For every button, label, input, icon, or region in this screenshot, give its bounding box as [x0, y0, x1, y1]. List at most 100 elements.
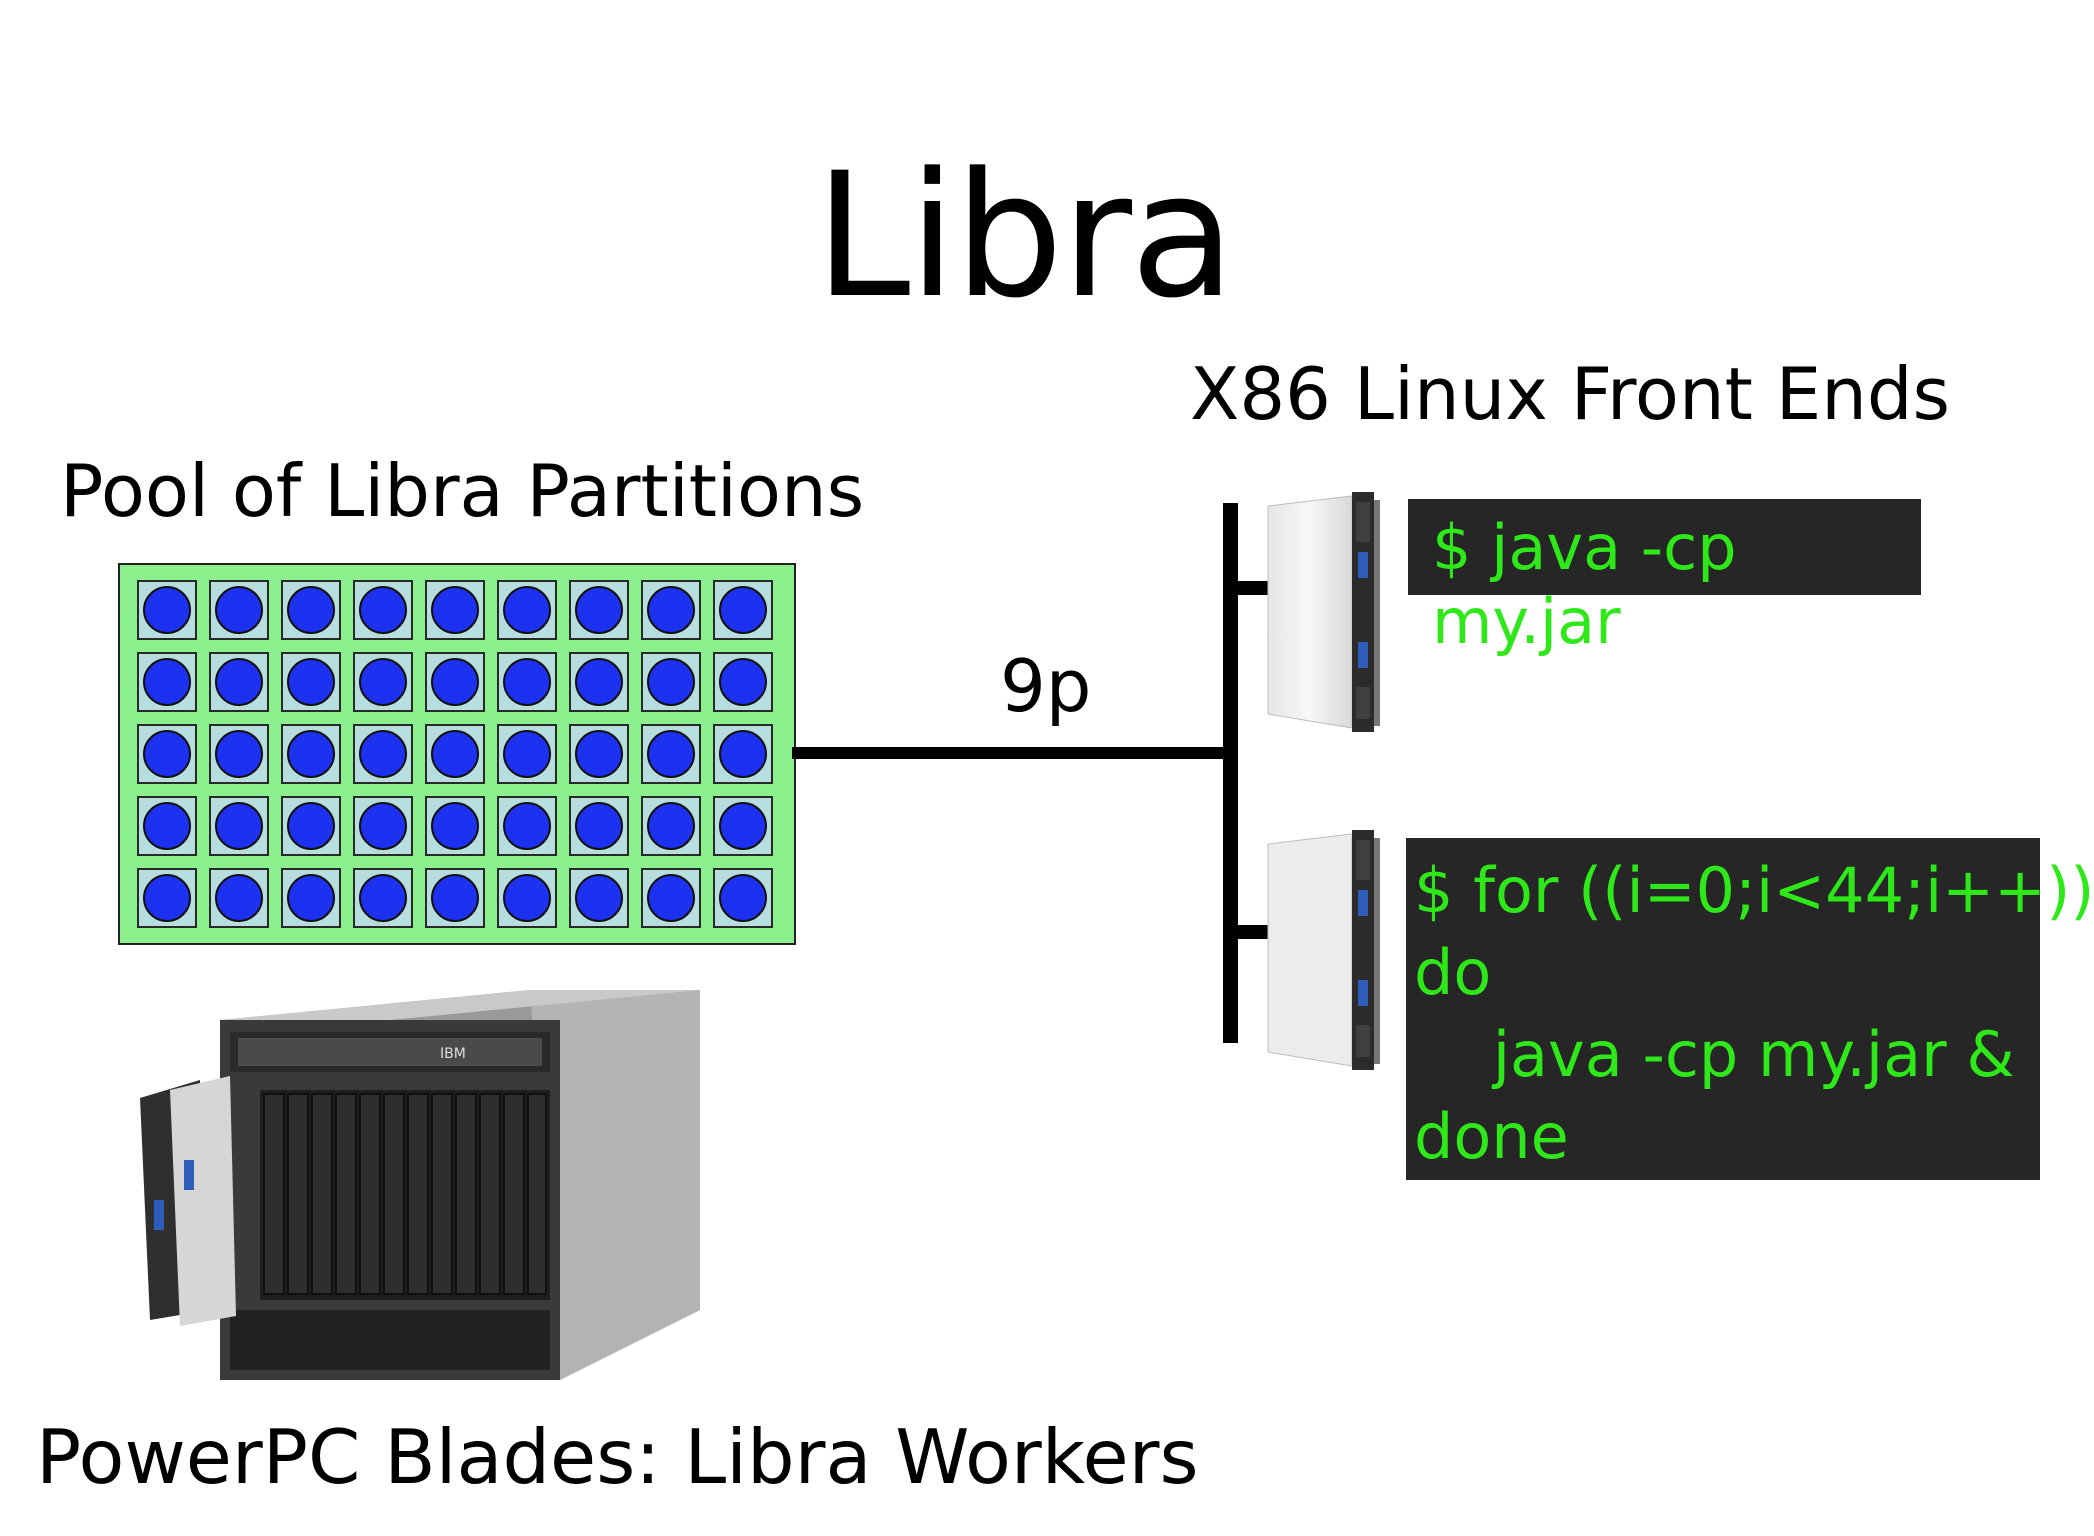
- partition-node-icon: [143, 658, 191, 706]
- slide-title: Libra: [814, 135, 1236, 336]
- partition-node-icon: [647, 802, 695, 850]
- partition-node-icon: [287, 658, 335, 706]
- partition-cell: [281, 796, 341, 856]
- partition-cell: [497, 868, 557, 928]
- partition-node-icon: [359, 802, 407, 850]
- partition-cell: [569, 868, 629, 928]
- partition-cell: [353, 580, 413, 640]
- partition-node-icon: [575, 802, 623, 850]
- terminal-line: java -cp my.jar &: [1414, 1018, 2015, 1091]
- partition-cell: [497, 652, 557, 712]
- partition-cell: [569, 796, 629, 856]
- frontends-label: X86 Linux Front Ends: [1190, 352, 1951, 436]
- partition-node-icon: [647, 658, 695, 706]
- blade-server-icon: [1267, 830, 1408, 1070]
- partition-node-icon: [647, 586, 695, 634]
- link-label-9p: 9p: [1000, 644, 1092, 728]
- partition-cell: [209, 868, 269, 928]
- partition-node-icon: [431, 730, 479, 778]
- blade-server-icon: [1267, 492, 1408, 732]
- partition-node-icon: [575, 658, 623, 706]
- partition-node-icon: [359, 874, 407, 922]
- partition-cell: [641, 868, 701, 928]
- partition-cell: [641, 580, 701, 640]
- partition-node-icon: [719, 730, 767, 778]
- terminal-loop-command: $ for ((i=0;i<44;i++)) do java -cp my.ja…: [1406, 838, 2094, 1180]
- partition-cell: [713, 652, 773, 712]
- partition-node-icon: [215, 586, 263, 634]
- link-9p-wire: [792, 747, 1232, 759]
- terminal-line: $ for ((i=0;i<44;i++)): [1414, 854, 2094, 927]
- partition-node-icon: [575, 874, 623, 922]
- partition-node-icon: [359, 658, 407, 706]
- partition-node-icon: [359, 730, 407, 778]
- partition-node-icon: [287, 586, 335, 634]
- partition-cell: [713, 796, 773, 856]
- partition-node-icon: [575, 730, 623, 778]
- partition-cell: [281, 580, 341, 640]
- partition-cell: [713, 724, 773, 784]
- partition-node-icon: [575, 586, 623, 634]
- partition-cell: [641, 724, 701, 784]
- partition-node-icon: [503, 730, 551, 778]
- partition-cell: [137, 652, 197, 712]
- partition-cell: [281, 868, 341, 928]
- partition-node-icon: [143, 730, 191, 778]
- partition-cell: [353, 796, 413, 856]
- terminal-line: do: [1414, 936, 1492, 1009]
- partition-cell: [425, 580, 485, 640]
- partition-cell: [353, 868, 413, 928]
- partition-cell: [641, 652, 701, 712]
- partition-pool: [118, 563, 796, 945]
- partition-node-icon: [215, 874, 263, 922]
- partition-cell: [209, 724, 269, 784]
- partition-node-icon: [719, 874, 767, 922]
- partition-cell: [425, 868, 485, 928]
- partition-cell: [137, 796, 197, 856]
- partition-node-icon: [647, 874, 695, 922]
- workers-label: PowerPC Blades: Libra Workers: [36, 1413, 1199, 1501]
- partition-cell: [641, 796, 701, 856]
- partition-node-icon: [719, 658, 767, 706]
- partition-grid: [137, 580, 773, 928]
- partition-cell: [425, 796, 485, 856]
- partition-node-icon: [215, 802, 263, 850]
- partition-node-icon: [287, 730, 335, 778]
- frontend-bus-wire: [1223, 503, 1238, 1043]
- partition-node-icon: [359, 586, 407, 634]
- partition-cell: [281, 724, 341, 784]
- partition-cell: [497, 796, 557, 856]
- partition-cell: [569, 724, 629, 784]
- partition-cell: [281, 652, 341, 712]
- chassis-brand: IBM: [440, 1046, 466, 1062]
- partition-node-icon: [719, 802, 767, 850]
- partition-node-icon: [431, 874, 479, 922]
- partition-cell: [497, 580, 557, 640]
- partition-cell: [713, 580, 773, 640]
- partition-cell: [425, 724, 485, 784]
- partition-cell: [353, 652, 413, 712]
- partition-cell: [137, 580, 197, 640]
- pool-label: Pool of Libra Partitions: [60, 449, 865, 533]
- blade-chassis-icon: IBM: [140, 980, 730, 1390]
- partition-node-icon: [143, 802, 191, 850]
- partition-node-icon: [215, 730, 263, 778]
- partition-node-icon: [431, 802, 479, 850]
- partition-cell: [137, 724, 197, 784]
- partition-cell: [209, 652, 269, 712]
- partition-cell: [353, 724, 413, 784]
- partition-node-icon: [431, 658, 479, 706]
- partition-cell: [713, 868, 773, 928]
- partition-cell: [569, 652, 629, 712]
- partition-cell: [209, 796, 269, 856]
- terminal-line: $ java -cp my.jar: [1432, 511, 1737, 659]
- partition-node-icon: [431, 586, 479, 634]
- partition-cell: [425, 652, 485, 712]
- partition-node-icon: [503, 802, 551, 850]
- partition-node-icon: [503, 658, 551, 706]
- partition-node-icon: [215, 658, 263, 706]
- terminal-line: done: [1414, 1100, 1569, 1173]
- terminal-java-command: $ java -cp my.jar: [1408, 499, 1921, 658]
- partition-node-icon: [287, 874, 335, 922]
- partition-node-icon: [719, 586, 767, 634]
